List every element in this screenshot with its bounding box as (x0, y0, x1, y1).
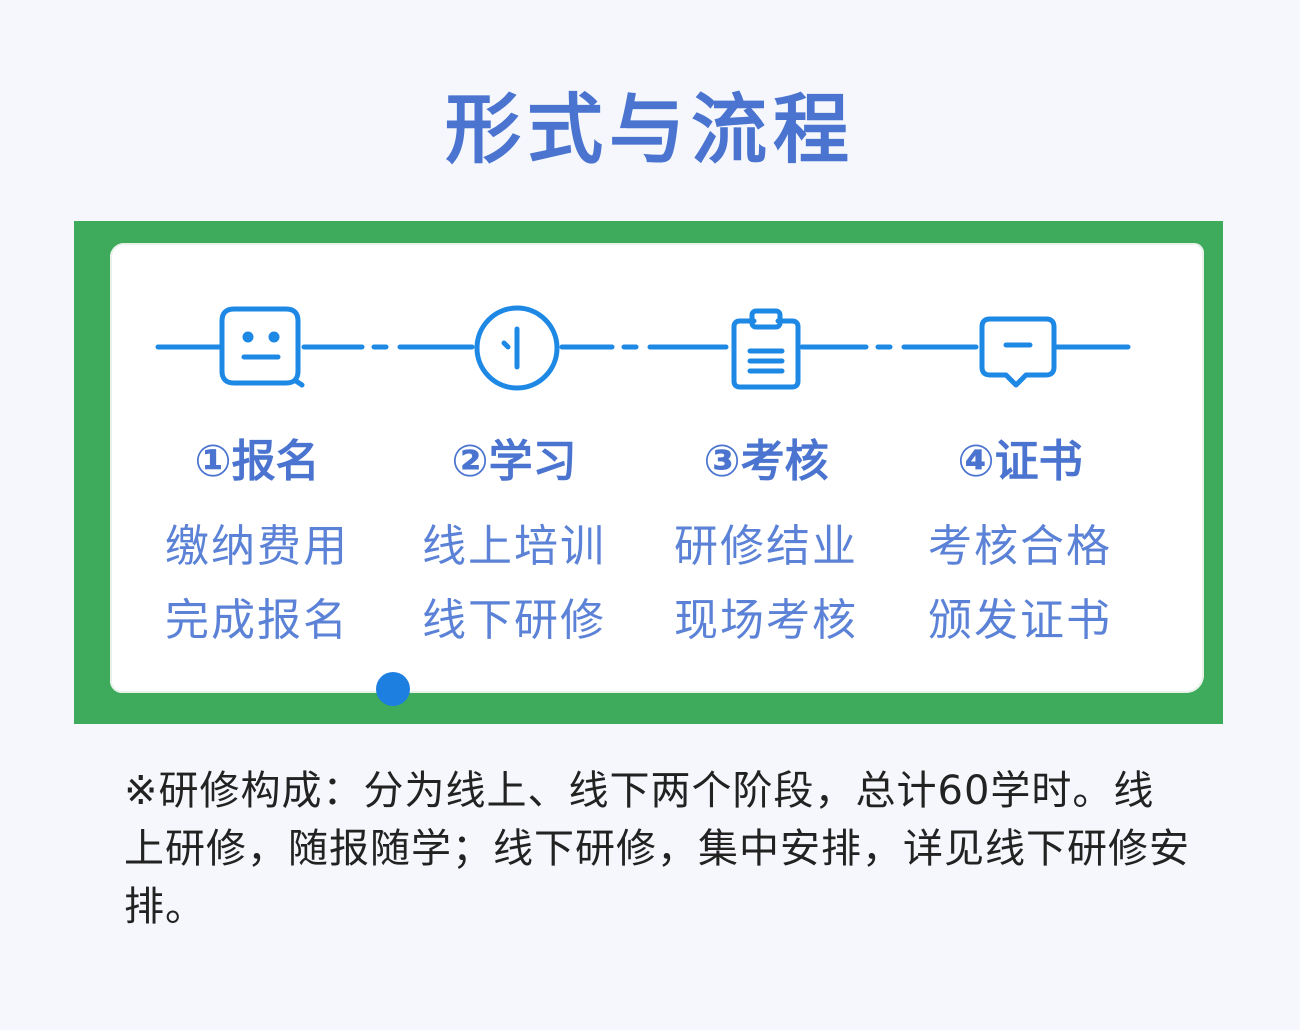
step-detail: 完成报名 (165, 595, 349, 646)
id-card-icon (219, 306, 305, 388)
step-title: ②学习 (451, 436, 577, 487)
clock-icon (474, 305, 560, 391)
step-title: ④证书 (957, 436, 1083, 487)
step-study: ②学习 线上培训 线下研修 (384, 434, 644, 658)
step-detail: 线下研修 (422, 595, 606, 646)
step-detail: 缴纳费用 (165, 521, 349, 572)
step-detail: 考核合格 (928, 521, 1112, 572)
step-detail: 研修结业 (674, 521, 858, 572)
step-title: ③考核 (703, 436, 829, 487)
clipboard-icon (731, 308, 801, 390)
step-detail: 颁发证书 (928, 595, 1112, 646)
process-flow-graphic (155, 305, 1131, 391)
step-detail: 现场考核 (674, 595, 858, 646)
decorative-dot (376, 672, 410, 706)
step-assessment: ③考核 研修结业 现场考核 (636, 434, 896, 658)
step-detail: 线上培训 (422, 521, 606, 572)
message-icon (979, 316, 1057, 388)
step-certificate: ④证书 考核合格 颁发证书 (890, 434, 1150, 658)
page-title: 形式与流程 (445, 85, 855, 174)
step-title: ①报名 (194, 436, 320, 487)
step-signup: ①报名 缴纳费用 完成报名 (127, 434, 387, 658)
training-note: ※研修构成：分为线上、线下两个阶段，总计60学时。线上研修，随报随学；线下研修，… (124, 768, 1190, 930)
